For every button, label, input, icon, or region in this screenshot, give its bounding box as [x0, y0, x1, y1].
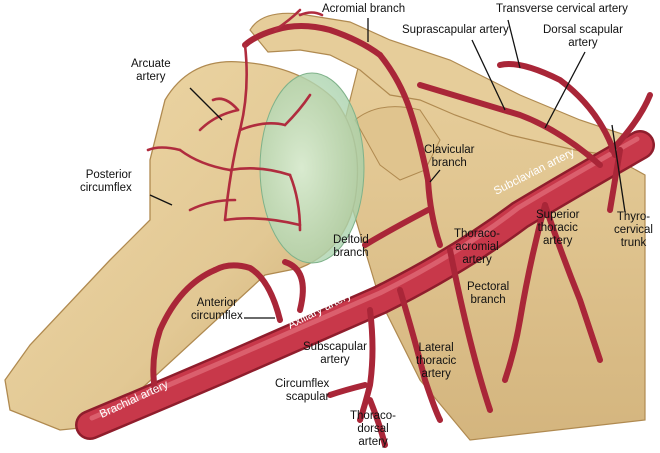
- clavicular-branch-label: Clavicular branch: [424, 144, 475, 169]
- lateral-thoracic-artery-label: Lateral thoracic artery: [416, 342, 457, 380]
- subscapular-artery-label: Subscapular artery: [303, 341, 367, 366]
- artery-network: [75, 8, 655, 448]
- coracoid-process: [354, 106, 441, 181]
- thyrocervical-trunk-label: Thyro- cervical trunk: [614, 211, 653, 249]
- leader-lines: [149, 18, 626, 319]
- arcuate-artery-label: Arcuate artery: [131, 58, 171, 83]
- posterior-circumflex-label: Posterior circumflex: [80, 169, 132, 194]
- suprascapular-artery-label: Suprascapular artery: [402, 24, 509, 36]
- thoracoacromial-artery-label: Thoraco- acromial artery: [454, 228, 501, 266]
- circumflex-scapular-label: Circumflex scapular: [275, 378, 330, 403]
- dorsal-scapular-artery-label: Dorsal scapular artery: [543, 24, 623, 49]
- transverse-cervical-artery-label: Transverse cervical artery: [496, 3, 628, 15]
- thoracodorsal-artery-label: Thoraco- dorsal artery: [350, 410, 397, 448]
- anterior-circumflex-label: Anterior circumflex: [191, 297, 243, 322]
- deltoid-branch-label: Deltoid branch: [333, 234, 369, 259]
- superior-thoracic-artery-label: Superior thoracic artery: [536, 209, 580, 247]
- acromial-branch-label: Acromial branch: [322, 3, 406, 15]
- pectoral-branch-label: Pectoral branch: [467, 281, 510, 306]
